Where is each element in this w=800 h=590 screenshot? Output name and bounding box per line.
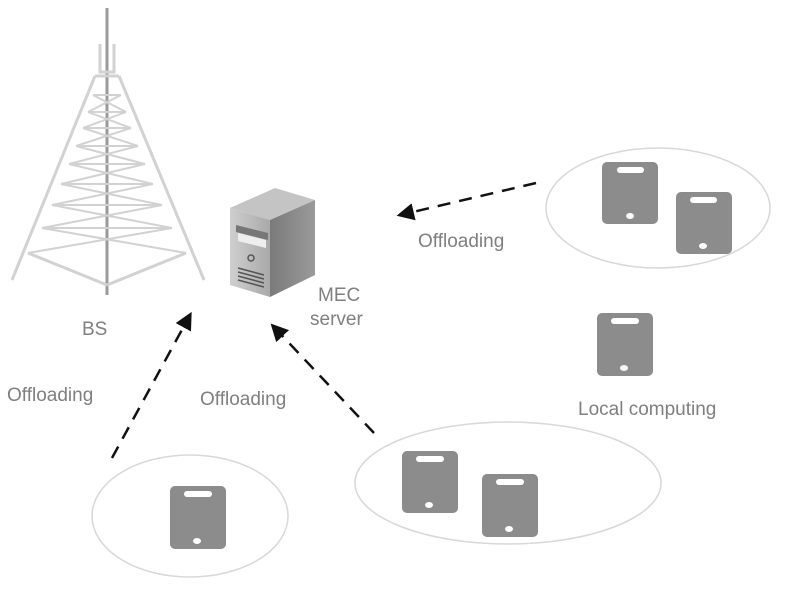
mobile-device-icon — [602, 162, 658, 224]
device-cluster-bottom-left — [91, 454, 289, 578]
offloading-arrow-bottom-middle — [270, 323, 375, 434]
offloading-arrow-bottom-left — [110, 311, 192, 459]
offloading-arrow-top-right — [396, 181, 537, 221]
device-cluster-top-right — [545, 147, 771, 269]
mec-label-line2: server — [310, 309, 363, 330]
offloading-label-top-right: Offloading — [418, 231, 505, 252]
mobile-device-icon — [402, 451, 458, 513]
mobile-device-icon — [597, 313, 653, 376]
offloading-label-bottom-left: Offloading — [7, 385, 94, 406]
offloading-label-bottom-middle: Offloading — [200, 389, 287, 410]
mec-server-icon — [230, 188, 315, 297]
bs-label: BS — [82, 319, 108, 340]
mobile-device-icon — [676, 192, 732, 254]
base-station-tower-icon — [10, 8, 206, 295]
local-computing-label: Local computing — [578, 399, 717, 420]
mec-label-line1: MEC — [318, 285, 361, 306]
device-cluster-bottom-middle — [354, 421, 662, 545]
mobile-device-icon — [482, 474, 538, 537]
mobile-device-icon — [170, 486, 226, 549]
